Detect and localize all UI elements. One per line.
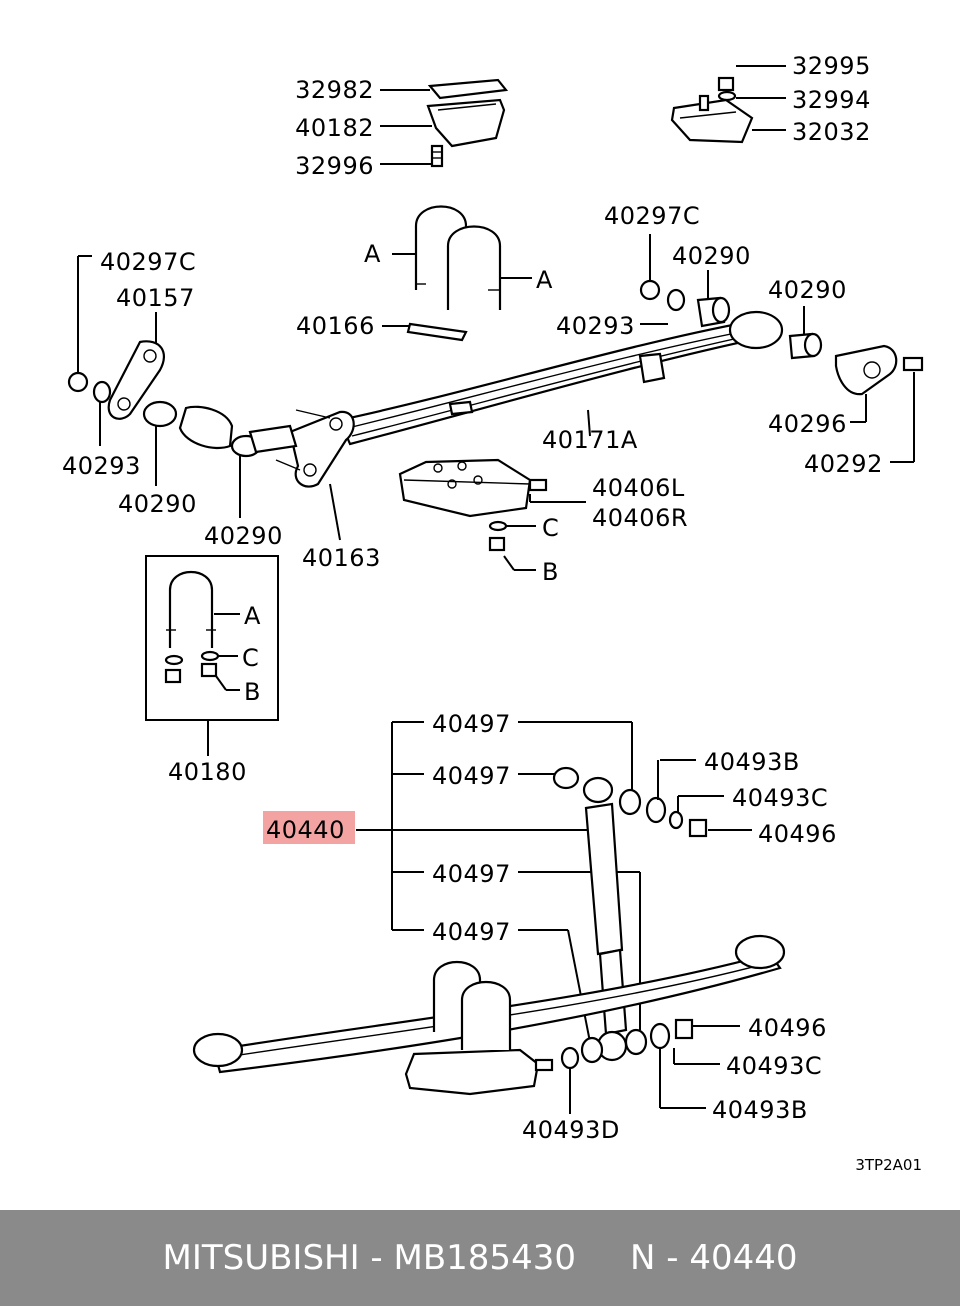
callout-40171a: 40171A: [542, 426, 638, 454]
callout-32996: 32996: [295, 152, 374, 180]
callout-40296: 40296: [768, 410, 847, 438]
footer-bar: MITSUBISHI - MB185430 N - 40440: [0, 1210, 960, 1306]
callout-40292: 40292: [804, 450, 883, 478]
callout-40290-left-1: 40290: [118, 490, 197, 518]
left-shackle-assembly: [67, 340, 355, 488]
callout-40290-right-2: 40290: [768, 276, 847, 304]
upper-bracket-assembly: [426, 78, 509, 168]
callout-40406l: 40406L: [592, 474, 685, 502]
callout-40406r: 40406R: [592, 504, 688, 532]
parts-diagram: 32982 40182 32996 32995 32994 32032 4029…: [62, 52, 924, 1174]
callout-40493c-top: 40493C: [732, 784, 828, 812]
callout-40290-right-1: 40290: [672, 242, 751, 270]
callout-40496-bot: 40496: [748, 1014, 827, 1042]
callout-b-box: B: [244, 678, 261, 706]
callout-c-box: C: [242, 644, 259, 672]
u-bolt-kit-box: [145, 555, 279, 721]
callout-c-mid: C: [542, 514, 559, 542]
u-bolts-top: [406, 205, 502, 342]
callout-b-mid: B: [542, 558, 559, 586]
callout-40497-4: 40497: [432, 918, 511, 946]
callout-40293-left: 40293: [62, 452, 141, 480]
callout-40182: 40182: [295, 114, 374, 142]
right-hanger-assembly: [639, 279, 924, 396]
callout-40496-top: 40496: [758, 820, 837, 848]
callout-40163: 40163: [302, 544, 381, 572]
callout-40293-right: 40293: [556, 312, 635, 340]
callout-40290-left-2: 40290: [204, 522, 283, 550]
callout-40297c-right: 40297C: [604, 202, 700, 230]
callout-40493b-top: 40493B: [704, 748, 800, 776]
callout-a-box: A: [244, 602, 261, 630]
lower-leaf-spring: [192, 934, 786, 1096]
callout-32995: 32995: [792, 52, 871, 80]
callout-40180: 40180: [168, 758, 247, 786]
callout-32994: 32994: [792, 86, 871, 114]
callout-40493c-bot: 40493C: [726, 1052, 822, 1080]
shock-absorber: [552, 766, 708, 1070]
footer-part-info: MITSUBISHI - MB185430 N - 40440: [162, 1238, 798, 1278]
callout-32982: 32982: [295, 76, 374, 104]
callout-40166: 40166: [296, 312, 375, 340]
upper-leaf-spring: [338, 310, 784, 446]
callout-a-top-2: A: [536, 266, 553, 294]
callout-a-top-1: A: [364, 240, 381, 268]
callout-40493d: 40493D: [522, 1116, 620, 1144]
highlight-40440: [263, 811, 355, 844]
callout-40493b-bot: 40493B: [712, 1096, 808, 1124]
callout-40297c-left: 40297C: [100, 248, 196, 276]
callout-32032: 32032: [792, 118, 871, 146]
spring-seat: [398, 458, 548, 552]
callout-40497-2: 40497: [432, 762, 511, 790]
callout-40440: 40440: [266, 816, 345, 844]
callout-40497-1: 40497: [432, 710, 511, 738]
callout-40157: 40157: [116, 284, 195, 312]
diagram-code: 3TP2A01: [855, 1156, 922, 1174]
callout-40497-3: 40497: [432, 860, 511, 888]
bump-stop-assembly: [670, 76, 754, 144]
